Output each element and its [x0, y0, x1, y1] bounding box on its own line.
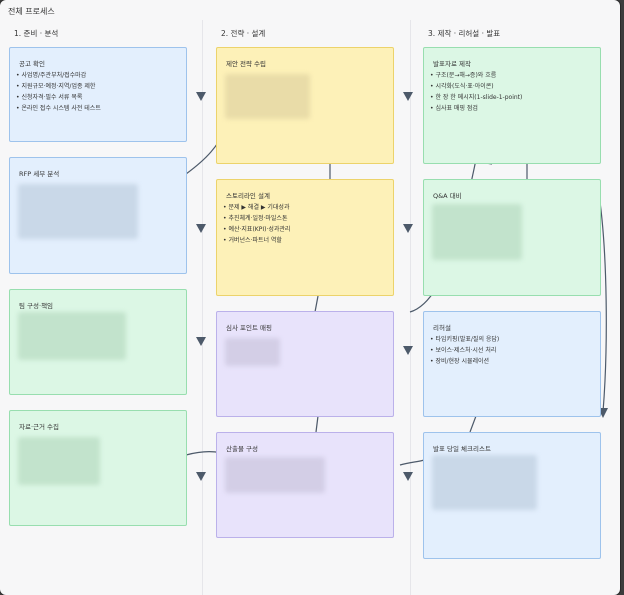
card-rehearsal[interactable]: 리허설 타임키핑(발표/질의 응답) 보이스·제스처·시선 처리 장비/현장 시…	[423, 311, 601, 417]
column-header-prepare: 1. 준비 · 분석	[14, 29, 59, 38]
list-item: 한 장 한 메시지(1-slide-1-point)	[430, 92, 522, 103]
card-title: 팀 구성·책임	[19, 302, 54, 310]
card-checklist: 타임키핑(발표/질의 응답) 보이스·제스처·시선 처리 장비/현장 시뮬레이션	[430, 334, 499, 367]
card-title: 제안 전략 수립	[226, 60, 267, 68]
list-item: 타임키핑(발표/질의 응답)	[430, 334, 499, 345]
flow-arrow-icon	[403, 92, 413, 101]
blurred-content	[225, 338, 280, 366]
card-qna-prep[interactable]: Q&A 대비	[423, 179, 601, 296]
list-item: 추진체계·일정·마일스톤	[223, 213, 290, 224]
card-title: 심사 포인트 매핑	[226, 324, 272, 332]
column-divider	[202, 20, 203, 595]
blurred-content	[225, 457, 325, 493]
flow-arrow-icon	[403, 224, 413, 233]
flow-arrow-icon	[403, 346, 413, 355]
card-title: 리허설	[433, 324, 451, 332]
card-checklist: 구조(문→해→증)와 흐름 시각화(도식·표·아이콘) 한 장 한 메시지(1-…	[430, 70, 522, 114]
list-item: 온라인 접수 시스템 사전 테스트	[16, 103, 100, 114]
card-review-point-mapping[interactable]: 심사 포인트 매핑	[216, 311, 394, 417]
card-title: 발표 당일 체크리스트	[433, 445, 491, 453]
list-item: 지원규모·예정·지역/업종 제한	[16, 81, 101, 92]
list-item: 거버넌스·파트너 역할	[223, 235, 290, 246]
connector-line	[314, 295, 319, 313]
connector-line	[597, 187, 607, 413]
card-title: 공고 확인	[19, 60, 45, 68]
connector-line	[469, 415, 477, 433]
blurred-content	[18, 437, 100, 485]
list-item: 장비/현장 시뮬레이션	[430, 356, 499, 367]
card-announcement-check[interactable]: 공고 확인 사업명/주관부처/접수마감 지원규모·예정·지역/업종 제한 신청자…	[9, 47, 187, 142]
connector-line	[315, 415, 319, 433]
list-item: 신청자격·필수 서류 목록	[16, 92, 101, 103]
blurred-content	[18, 184, 138, 239]
blurred-content	[432, 204, 522, 260]
card-checklist: 문제 ▶ 해결 ▶ 기대성과 추진체계·일정·마일스톤 예산·지표(KPI)·성…	[223, 202, 290, 246]
flow-arrow-icon	[196, 92, 206, 101]
flow-arrow-icon	[196, 472, 206, 481]
column-header-production: 3. 제작 · 리허설 · 발표	[428, 29, 501, 38]
card-title: Q&A 대비	[433, 192, 462, 200]
card-rfp-analysis[interactable]: RFP 세부 분석	[9, 157, 187, 274]
list-item: 보이스·제스처·시선 처리	[430, 345, 499, 356]
list-item: 시각화(도식·표·아이콘)	[430, 81, 522, 92]
card-deliverables[interactable]: 산출물 구성	[216, 432, 394, 538]
flow-arrow-icon	[196, 224, 206, 233]
board-title: 전체 프로세스	[8, 7, 55, 16]
flow-arrow-icon	[196, 337, 206, 346]
list-item: 구조(문→해→증)와 흐름	[430, 70, 522, 81]
card-title: RFP 세부 분석	[19, 170, 60, 178]
card-team-roles[interactable]: 팀 구성·책임	[9, 289, 187, 395]
connector-line	[185, 451, 217, 456]
blurred-content	[18, 312, 126, 360]
card-evidence-collection[interactable]: 자료·근거 수집	[9, 410, 187, 526]
card-title: 스토리라인 설계	[226, 192, 270, 200]
column-divider	[410, 20, 411, 595]
card-title: 자료·근거 수집	[19, 423, 60, 431]
blurred-content	[225, 74, 310, 119]
column-header-strategy: 2. 전략 · 설계	[221, 29, 266, 38]
list-item: 예산·지표(KPI)·성과관리	[223, 224, 290, 235]
card-checklist: 사업명/주관부처/접수마감 지원규모·예정·지역/업종 제한 신청자격·필수 서…	[16, 70, 101, 114]
card-presentation-day-checklist[interactable]: 발표 당일 체크리스트	[423, 432, 601, 559]
list-item: 사업명/주관부처/접수마감	[16, 70, 101, 81]
list-item: 심사표 매핑 점검	[430, 103, 522, 114]
card-title: 발표자료 제작	[433, 60, 471, 68]
card-storyline-design[interactable]: 스토리라인 설계 문제 ▶ 해결 ▶ 기대성과 추진체계·일정·마일스톤 예산·…	[216, 179, 394, 296]
list-item: 문제 ▶ 해결 ▶ 기대성과	[223, 202, 290, 213]
card-proposal-strategy[interactable]: 제안 전략 수립	[216, 47, 394, 164]
connector-line	[399, 459, 425, 466]
blurred-content	[432, 455, 537, 510]
card-slide-production[interactable]: 발표자료 제작 구조(문→해→증)와 흐름 시각화(도식·표·아이콘) 한 장 …	[423, 47, 601, 164]
card-title: 산출물 구성	[226, 445, 258, 453]
flow-arrow-icon	[403, 472, 413, 481]
